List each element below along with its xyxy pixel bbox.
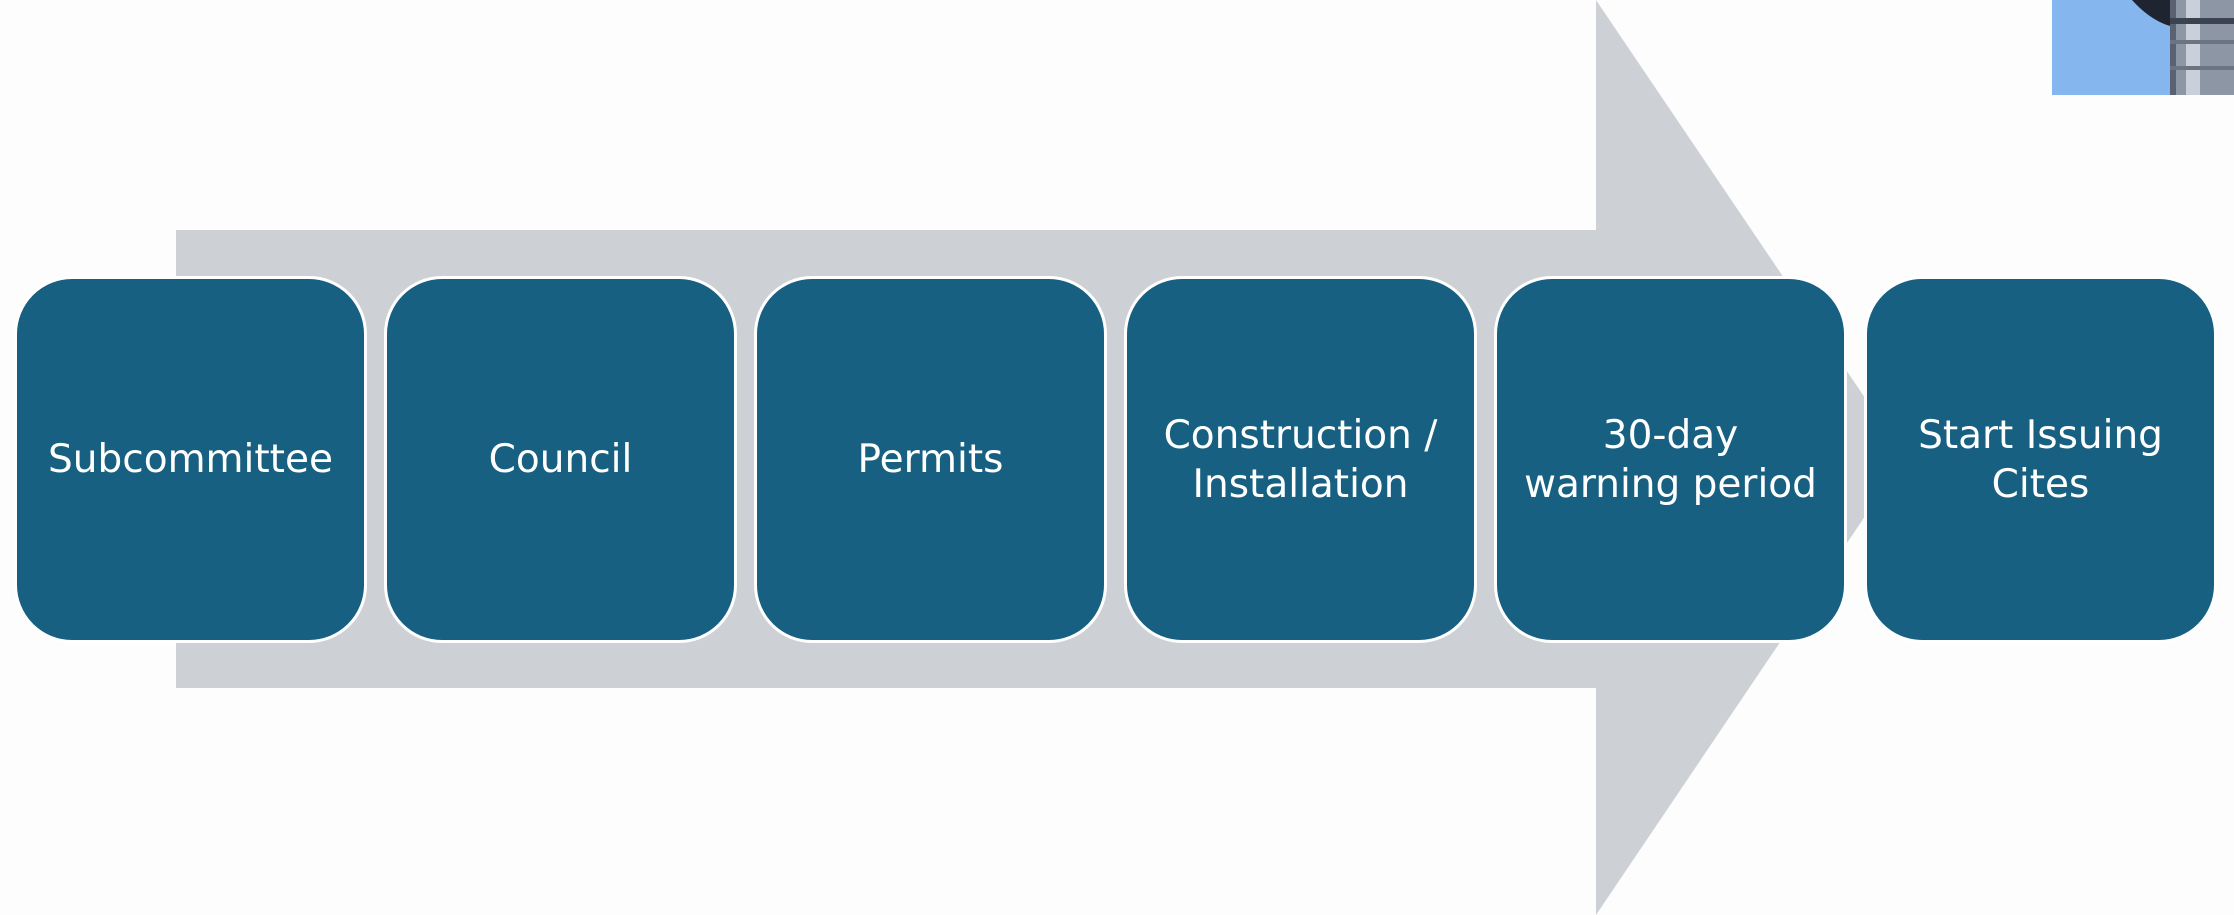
step-label: Permits bbox=[857, 437, 1004, 482]
step-warning-period: 30-day warning period bbox=[1494, 276, 1847, 643]
step-construction-installation: Construction / Installation bbox=[1124, 276, 1477, 643]
step-label: Start Issuing Cites bbox=[1918, 412, 2163, 507]
step-subcommittee: Subcommittee bbox=[14, 276, 367, 643]
step-permits: Permits bbox=[754, 276, 1107, 643]
step-label: 30-day warning period bbox=[1524, 412, 1817, 507]
step-label: Council bbox=[488, 437, 633, 482]
step-council: Council bbox=[384, 276, 737, 643]
step-start-issuing-cites: Start Issuing Cites bbox=[1864, 276, 2217, 643]
corner-photo bbox=[2052, 0, 2234, 95]
step-label: Construction / Installation bbox=[1163, 412, 1438, 507]
step-label: Subcommittee bbox=[48, 437, 333, 482]
